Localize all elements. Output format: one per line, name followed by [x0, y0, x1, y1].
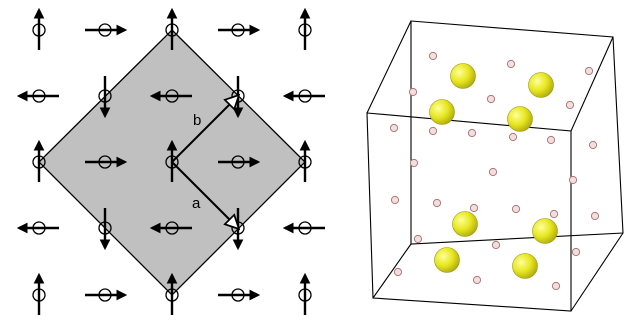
vector-a-label: a: [192, 195, 201, 212]
small-atom-sphere-icon: [409, 158, 419, 168]
small-atom-sphere-icon: [486, 94, 496, 104]
small-atom-sphere-icon: [551, 281, 561, 291]
small-atom-sphere-icon: [511, 204, 521, 214]
edge-bottom-right: [570, 232, 624, 312]
spin-site: [98, 208, 112, 251]
small-atom-sphere-icon: [432, 198, 442, 208]
small-atom-sphere-icon: [546, 135, 556, 145]
spin-site: [165, 7, 179, 50]
spin-site: [165, 272, 179, 315]
lattice-vectors: [171, 96, 238, 228]
small-atom-sphere-icon: [393, 267, 403, 277]
small-atom-sphere-icon: [590, 211, 600, 221]
spin-site: [218, 23, 261, 37]
small-atom-sphere-icon: [568, 175, 578, 185]
spin-site: [282, 89, 325, 103]
large-atom-sphere-icon: [452, 211, 478, 237]
small-atom-sphere-icon: [571, 247, 581, 257]
small-atom-sphere-icon: [413, 234, 423, 244]
spin-site: [298, 139, 312, 182]
spin-site: [32, 7, 46, 50]
large-atom-sphere-icon: [434, 247, 460, 273]
small-atoms: [389, 51, 600, 291]
small-atom-sphere-icon: [428, 51, 438, 61]
small-atom-sphere-icon: [488, 167, 498, 177]
spin-site: [149, 221, 192, 235]
small-atom-sphere-icon: [408, 87, 418, 97]
small-atom-sphere-icon: [549, 209, 559, 219]
small-atom-sphere-icon: [467, 128, 477, 138]
spin-site: [218, 288, 261, 302]
large-atom-sphere-icon: [450, 63, 476, 89]
spin-site: [16, 89, 59, 103]
spin-site: [298, 7, 312, 50]
small-atom-sphere-icon: [588, 140, 598, 150]
large-atom-sphere-icon: [528, 72, 554, 98]
large-atoms: [429, 63, 558, 279]
spin-site: [98, 76, 112, 119]
large-atom-sphere-icon: [532, 218, 558, 244]
spin-site: [282, 221, 325, 235]
spin-site: [32, 272, 46, 315]
edge-bottom-left: [372, 243, 412, 299]
small-atom-sphere-icon: [491, 240, 501, 250]
spin-site: [85, 23, 128, 37]
small-atom-sphere-icon: [565, 100, 575, 110]
large-atom-sphere-icon: [512, 253, 538, 279]
unit-cell-edges: [366, 20, 624, 312]
vector-b-label: b: [193, 112, 201, 129]
small-atom-sphere-icon: [508, 132, 518, 142]
spin-site: [298, 272, 312, 315]
small-atom-sphere-icon: [506, 59, 516, 69]
small-atom-sphere-icon: [428, 126, 438, 136]
vector-a-arrow: [171, 161, 238, 228]
small-atom-sphere-icon: [389, 123, 399, 133]
edge-top-right: [570, 36, 614, 132]
spin-site: [218, 155, 261, 169]
small-atom-sphere-icon: [390, 195, 400, 205]
edge-top-left: [366, 20, 412, 114]
spin-lattice-diagram: a b: [16, 7, 325, 315]
spin-site: [85, 155, 128, 169]
small-atom-sphere-icon: [584, 66, 594, 76]
vector-b-arrow: [171, 96, 238, 163]
small-atom-sphere-icon: [469, 203, 479, 213]
spin-site: [149, 89, 192, 103]
small-atom-sphere-icon: [472, 275, 482, 285]
large-atom-sphere-icon: [429, 99, 455, 125]
spin-site: [85, 288, 128, 302]
spin-site: [16, 221, 59, 235]
spin-site: [32, 139, 46, 182]
large-atom-sphere-icon: [507, 106, 533, 132]
